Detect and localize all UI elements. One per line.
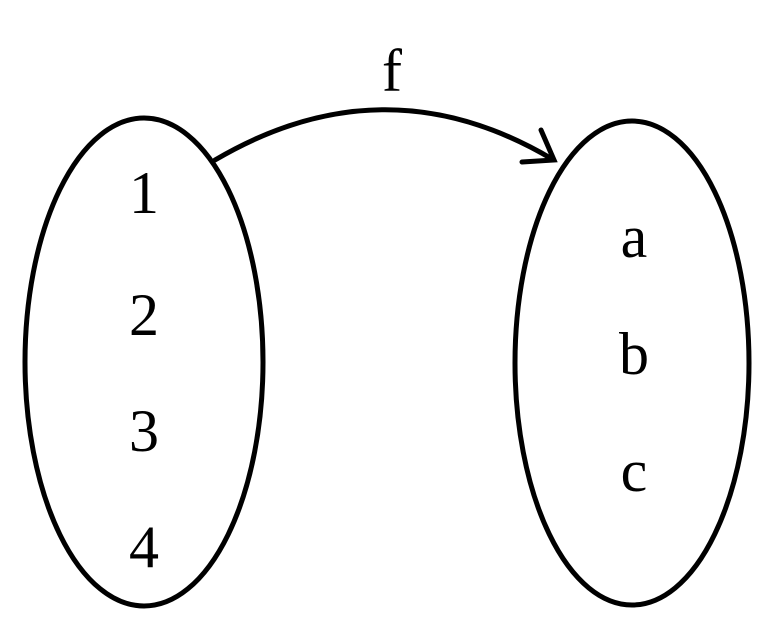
domain-element-4: 4 xyxy=(129,514,159,580)
domain-element-3: 3 xyxy=(129,398,159,464)
function-label: f xyxy=(382,38,402,104)
codomain-element-c: c xyxy=(621,438,648,504)
domain-element-2: 2 xyxy=(129,282,159,348)
mapping-arrowhead xyxy=(519,127,558,165)
domain-element-1: 1 xyxy=(129,160,159,226)
codomain-set-ellipse xyxy=(512,118,752,608)
codomain-element-a: a xyxy=(621,204,648,270)
domain-set-ellipse xyxy=(22,115,266,609)
codomain-element-b: b xyxy=(619,321,649,387)
mapping-arrow-arc xyxy=(212,107,555,163)
